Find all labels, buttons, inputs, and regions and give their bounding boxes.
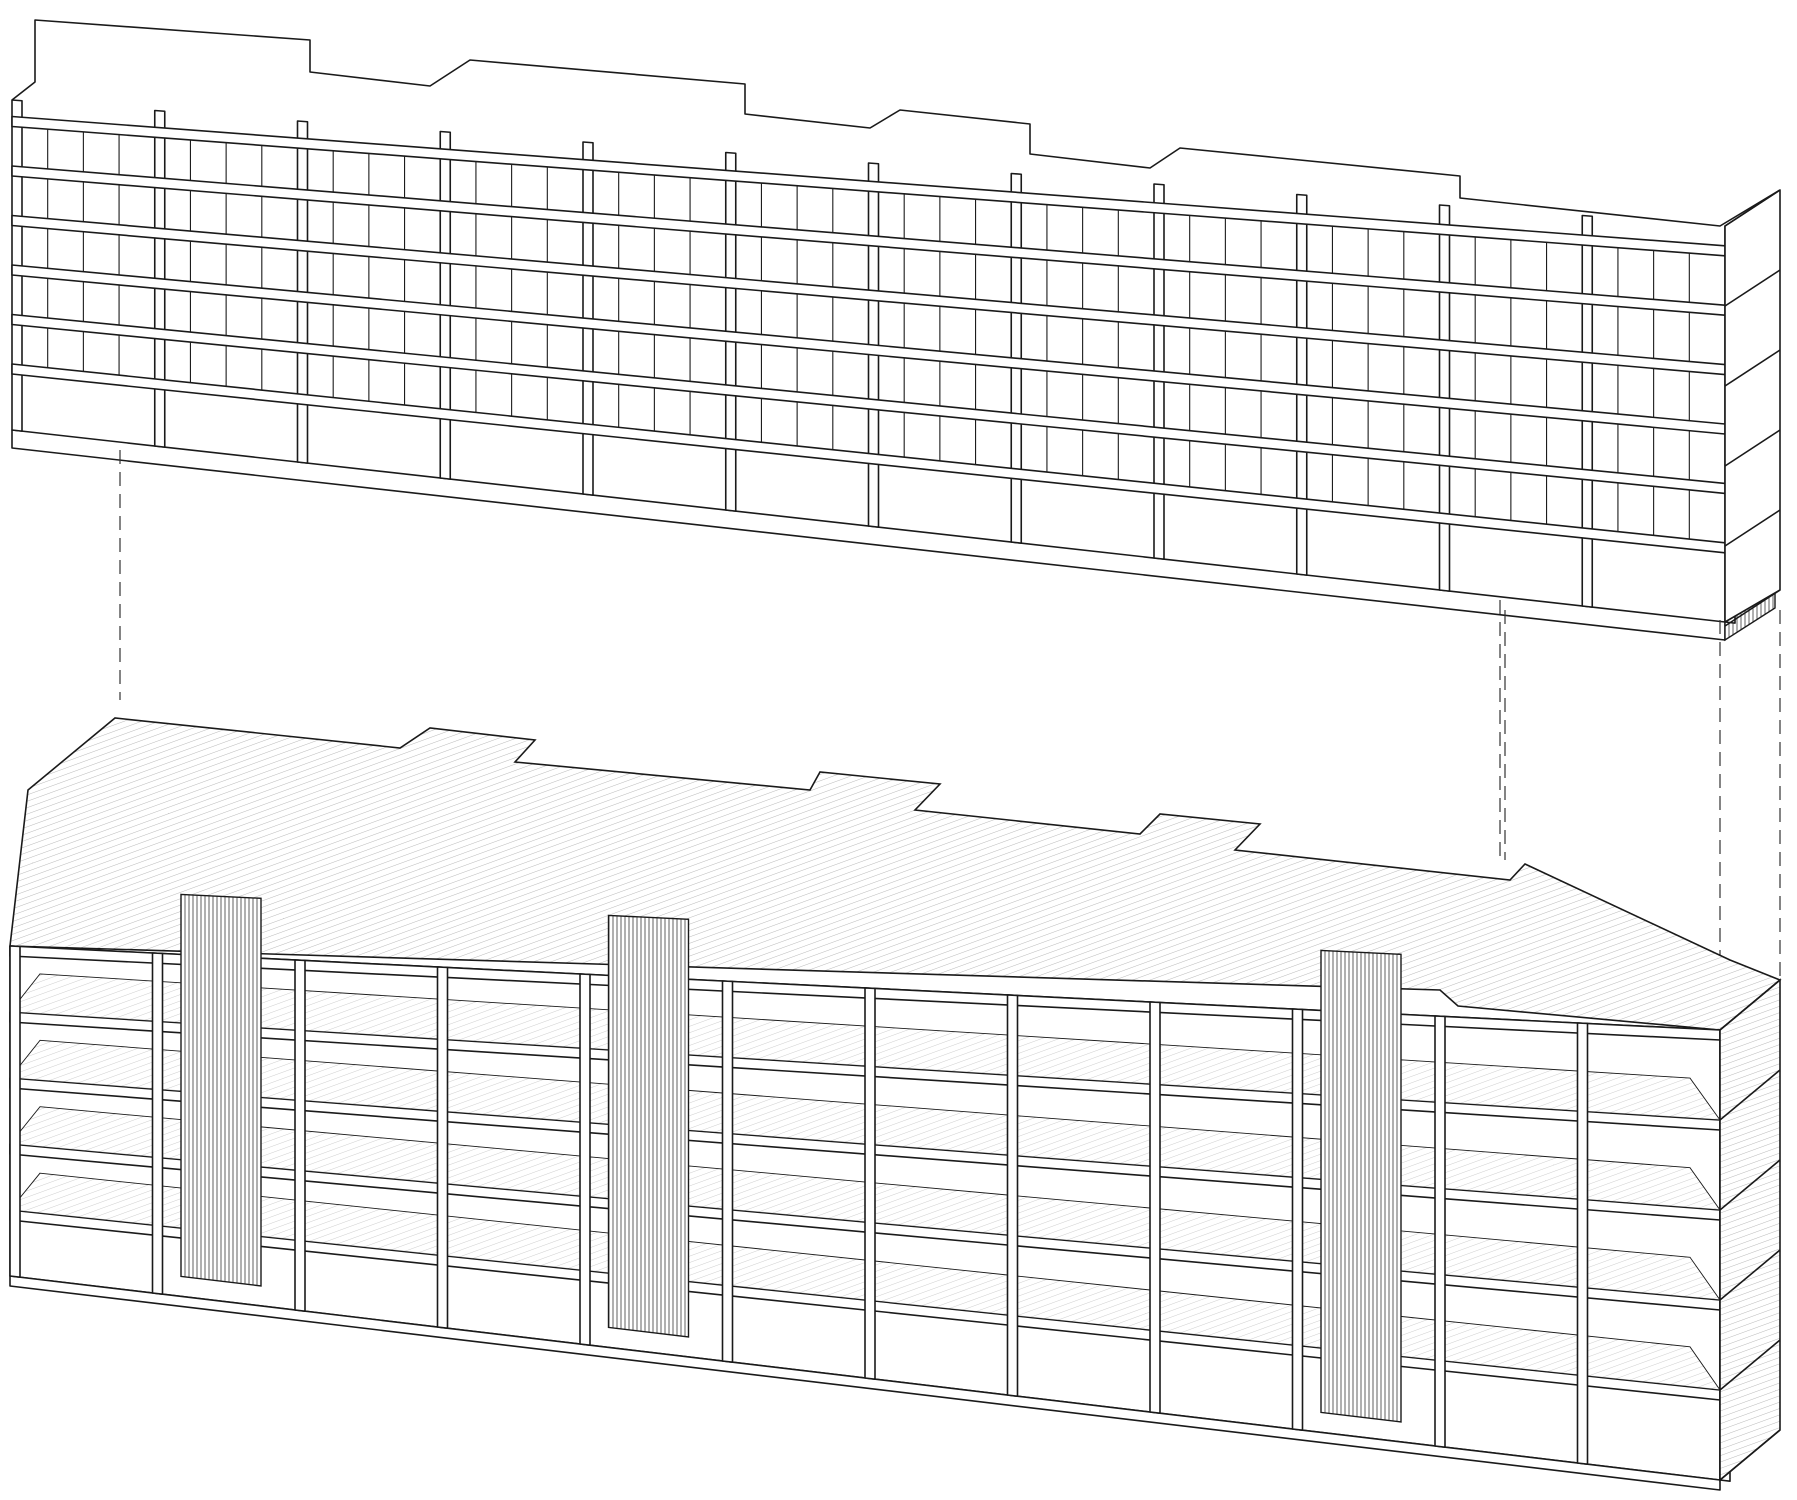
side-slab-line — [1719, 1249, 1781, 1301]
facade-frame-layer — [11, 19, 1781, 642]
structure-wall — [1291, 1008, 1304, 1431]
explode-connectors — [119, 450, 1781, 980]
structure-wall — [864, 987, 876, 1380]
stair-core — [1320, 949, 1402, 1423]
stair-core — [607, 914, 690, 1338]
side-slab-line — [1719, 979, 1781, 1031]
structure-wall — [9, 945, 21, 1278]
side-slab-lines — [1719, 979, 1781, 1481]
side-slab-line — [1719, 1159, 1781, 1211]
structure-wall — [1576, 1022, 1589, 1465]
side-slab-line — [1719, 1339, 1781, 1391]
structure-wall — [1149, 1001, 1161, 1414]
structure-wall — [721, 980, 734, 1363]
facade-floor-bands — [11, 115, 1726, 554]
structure-layer — [9, 717, 1782, 1491]
facade-side-band — [1724, 269, 1781, 307]
structure-wall — [1434, 1015, 1446, 1448]
side-slab-line — [1719, 1429, 1781, 1481]
facade-side-band — [1724, 589, 1781, 627]
structure-wall — [436, 966, 449, 1329]
facade-side-return — [1724, 189, 1781, 623]
side-slab-line — [1719, 1069, 1781, 1121]
structure-wall — [151, 952, 164, 1295]
facade-roofline — [11, 19, 1781, 227]
facade-side-band — [1724, 349, 1781, 387]
facade-side-band — [1724, 189, 1781, 227]
structure-wall — [1006, 994, 1019, 1397]
stair-core — [180, 893, 262, 1287]
structure-side-end — [1719, 978, 1781, 1482]
wall-columns — [9, 945, 1731, 1482]
hatched-cores — [180, 893, 1402, 1423]
structure-wall — [294, 959, 306, 1312]
facade-side-band — [1724, 429, 1781, 467]
facade-side-lines — [1724, 189, 1781, 627]
structure-wall — [579, 973, 591, 1346]
facade-side-band — [1724, 509, 1781, 547]
